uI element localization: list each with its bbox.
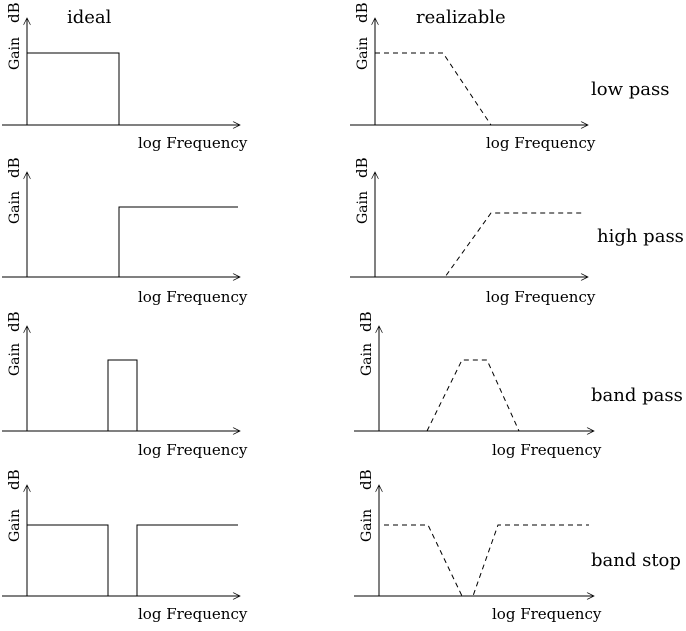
y-label-gain: Gain <box>7 509 23 542</box>
response-curve <box>426 359 520 432</box>
panel-realizable-band-stop: Gain dB log Frequency <box>354 469 602 623</box>
y-label-gain: Gain <box>359 343 375 376</box>
x-label: log Frequency <box>486 134 596 152</box>
response-curve <box>375 212 582 278</box>
header-ideal: ideal <box>67 7 112 28</box>
y-label-gain: Gain <box>7 343 23 376</box>
row-label-band-stop: band stop <box>591 550 681 571</box>
x-label: log Frequency <box>138 288 248 306</box>
header-realizable: realizable <box>416 7 506 28</box>
x-label: log Frequency <box>138 605 248 623</box>
x-label: log Frequency <box>138 134 248 152</box>
y-label-gain: Gain <box>359 509 375 542</box>
response-curve <box>27 524 238 597</box>
y-label-gain: Gain <box>355 37 371 70</box>
x-label: log Frequency <box>138 441 248 459</box>
response-curve <box>384 524 589 597</box>
y-label-db: dB <box>357 311 375 332</box>
row-label-low-pass: low pass <box>591 79 669 100</box>
y-label-db: dB <box>5 469 23 490</box>
panel-ideal-high-pass: Gain dB log Frequency <box>2 157 248 306</box>
y-label-db: dB <box>353 157 371 178</box>
panel-realizable-high-pass: Gain dB log Frequency <box>350 157 596 306</box>
y-label-gain: Gain <box>7 191 23 224</box>
y-label-gain: Gain <box>355 191 371 224</box>
response-curve <box>375 52 492 126</box>
response-curve <box>27 52 120 125</box>
response-curve <box>27 206 238 278</box>
y-label-db: dB <box>5 157 23 178</box>
y-label-db: dB <box>5 2 23 23</box>
row-label-band-pass: band pass <box>591 385 683 406</box>
x-label: log Frequency <box>492 441 602 459</box>
panel-ideal-low-pass: Gain dB log Frequency <box>2 2 248 152</box>
y-label-db: dB <box>357 469 375 490</box>
y-label-db: dB <box>353 2 371 23</box>
y-label-gain: Gain <box>7 37 23 70</box>
x-label: log Frequency <box>492 605 602 623</box>
panel-ideal-band-pass: Gain dB log Frequency <box>2 311 248 459</box>
panel-realizable-low-pass: Gain dB log Frequency <box>350 2 596 152</box>
panel-realizable-band-pass: Gain dB log Frequency <box>354 311 602 459</box>
response-curve <box>27 359 138 432</box>
panel-ideal-band-stop: Gain dB log Frequency <box>2 469 248 623</box>
row-label-high-pass: high pass <box>597 226 684 247</box>
y-label-db: dB <box>5 311 23 332</box>
x-label: log Frequency <box>486 288 596 306</box>
